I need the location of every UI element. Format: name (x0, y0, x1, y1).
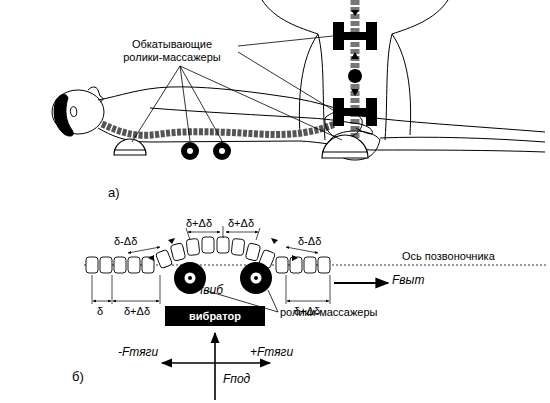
dimension-label: δ+Δδ (228, 217, 254, 230)
vertebra (186, 238, 200, 255)
half-roller-axis (322, 152, 368, 153)
extension-line (256, 228, 260, 240)
leader-line (132, 66, 180, 142)
dimension-label: δ-Δδ (114, 235, 137, 248)
callout-label: ролики-массажеры (280, 306, 377, 319)
extension-line (186, 228, 190, 240)
force-arrow (162, 362, 270, 364)
h-roller (344, 108, 366, 116)
extension-line (223, 226, 224, 238)
roller-hub (185, 273, 196, 284)
callout-label: Обкатывающие ролики-массажеры (116, 38, 228, 64)
leader-line (238, 36, 333, 46)
force-label: Fвыт (392, 274, 424, 287)
vertebra (276, 257, 288, 273)
vertebra (170, 243, 186, 261)
vertebra (245, 243, 261, 261)
massage-roller (213, 142, 231, 160)
frequency-label: fвиб (200, 284, 223, 297)
dimension-line (226, 232, 258, 233)
extension-line (160, 275, 161, 304)
dimension-label: δ+Δδ (124, 305, 150, 318)
hair (54, 94, 73, 136)
half-roller-axis (114, 150, 146, 151)
vertebra (231, 238, 245, 255)
roller-hub (187, 148, 193, 154)
h-roller (366, 22, 377, 50)
vertebra (155, 249, 172, 268)
h-roller (333, 98, 344, 126)
vertebra (290, 257, 302, 273)
vertebra (100, 257, 112, 273)
roller-axle (188, 276, 192, 280)
dimension-label: δ (97, 305, 103, 318)
roller-axle (254, 276, 258, 280)
leg-outline (380, 137, 545, 142)
h-roller (333, 22, 344, 50)
vertebra (114, 257, 126, 273)
axis-label: Ось позвоночника (402, 250, 495, 263)
massage-roller (181, 142, 199, 160)
extension-line (286, 275, 287, 304)
half-roller (114, 139, 146, 155)
motion-triangle (148, 238, 298, 261)
extension-line (92, 275, 93, 304)
leader-line (180, 66, 342, 140)
center-roller (348, 69, 362, 83)
vertebra (304, 257, 316, 273)
arm-outline (150, 108, 360, 124)
dimension-line (113, 301, 159, 302)
dimension-line (188, 232, 220, 233)
vertebra (128, 257, 140, 273)
extension-line (112, 275, 113, 304)
force-label: Fпод (223, 373, 250, 386)
roller-hub (251, 273, 262, 284)
leader-line (268, 290, 278, 312)
force-label: +Fтяги (250, 346, 293, 359)
dimension-label: δ+Δδ (186, 217, 212, 230)
motion-triangle (351, 10, 359, 96)
h-roller (366, 98, 377, 126)
massage-roller (240, 262, 272, 294)
vertebra (217, 237, 229, 253)
roller-hub (219, 148, 225, 154)
vertebra (318, 257, 330, 273)
dimension-line (93, 301, 111, 302)
leader-line (180, 66, 190, 141)
vibrator-box: вибратор (165, 306, 265, 326)
half-roller (322, 135, 368, 158)
leader-line (180, 66, 222, 141)
face-profile (88, 87, 103, 102)
node-text: вибратор (189, 310, 241, 322)
part-letter: а) (108, 186, 120, 199)
force-label: -Fтяги (118, 346, 158, 359)
h-roller (344, 32, 366, 40)
ear (70, 107, 76, 117)
leader-line (238, 52, 333, 110)
dimension-label: δ-Δδ (298, 235, 321, 248)
part-letter: б) (72, 370, 84, 383)
vertebra (86, 257, 98, 273)
vertebra (202, 237, 214, 253)
dimension-line (286, 247, 318, 253)
force-arrow (214, 333, 216, 400)
dimension-line (287, 301, 329, 302)
dimension-line (128, 247, 160, 253)
extension-line (330, 275, 331, 304)
force-arrow (334, 282, 388, 284)
